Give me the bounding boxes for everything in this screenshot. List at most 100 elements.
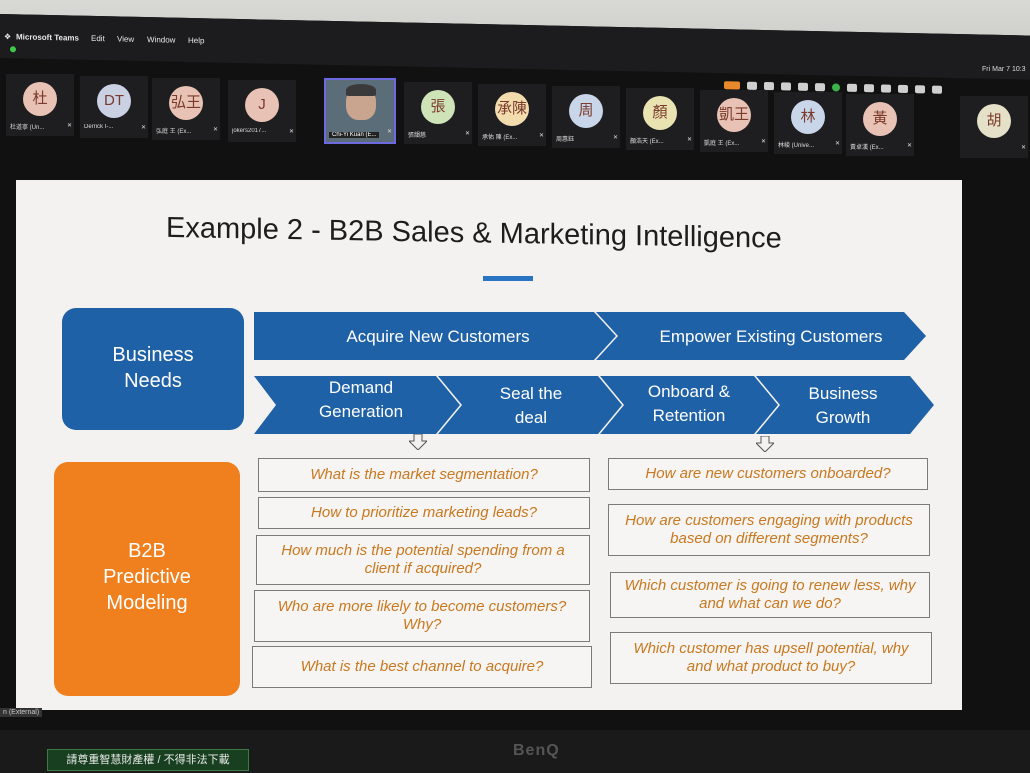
mic-muted-icon: ✕ (760, 139, 766, 145)
question-box: How much is the potential spending from … (256, 535, 590, 585)
mic-muted-icon: ✕ (686, 137, 692, 143)
app-name[interactable]: Microsoft Teams (16, 32, 79, 43)
participant-tile[interactable]: 杜杜道寧 (Un...✕ (6, 74, 74, 136)
chevron-seal-line: deal (514, 408, 548, 427)
menu-window[interactable]: Window (147, 35, 176, 45)
chevron-demand (254, 376, 460, 434)
avatar: DT (97, 84, 131, 118)
mic-muted-icon: ✕ (1020, 145, 1026, 151)
participant-name: 杜道寧 (Un... (10, 125, 45, 131)
avatar: 弘王 (169, 86, 203, 120)
chevron-empower-label: Empower Existing Customers (659, 327, 883, 346)
chevron-demand-line: Demand (328, 378, 394, 397)
question-box: Which customer is going to renew less, w… (610, 572, 930, 618)
participant-tile[interactable]: 黃黃卓漢 (Ex... ✕ (846, 94, 914, 156)
avatar: 凱王 (717, 98, 751, 132)
chevron-empower (596, 312, 926, 360)
apple-icon[interactable]: ❖ (4, 32, 12, 42)
participant-name: 承佑 陳 (Ex... (482, 135, 518, 141)
question-box: How are new customers onboarded? (608, 458, 928, 490)
menubar-clock: Fri Mar 7 10:3 (982, 66, 1026, 73)
business-needs-line: Needs (124, 370, 182, 392)
chevron-growth (756, 376, 934, 434)
menu-view[interactable]: View (117, 34, 135, 44)
mic-muted-icon: ✕ (464, 131, 470, 137)
predictive-modeling-line: B2B (128, 540, 166, 562)
avatar: 林 (791, 100, 825, 134)
participant-tile[interactable]: 顏顏浩天 (Ex... ✕ (626, 88, 694, 150)
participant-name: 張韻慈 (408, 133, 427, 139)
avatar: 承陳 (495, 92, 529, 126)
participant-tile[interactable]: 凱王凱庭 王 (Ex...✕ (700, 90, 768, 152)
down-arrow-icon (756, 436, 774, 452)
question-box: How are customers engaging with products… (608, 504, 930, 556)
mic-muted-icon: ✕ (834, 141, 840, 147)
chevron-seal-label: Seal the deal (466, 382, 596, 430)
shared-slide: Example 2 - B2B Sales & Marketing Intell… (16, 180, 962, 710)
window-green-dot[interactable] (10, 46, 16, 53)
question-box: Which customer has upsell potential, why… (610, 632, 932, 684)
participant-name: 黃卓漢 (Ex... (850, 145, 884, 151)
participant-tile[interactable]: 張張韻慈 ✕ (404, 82, 472, 144)
avatar: 胡 (977, 104, 1011, 138)
question-box: How to prioritize marketing leads? (258, 497, 590, 529)
chevron-onboard-line: Onboard & (647, 382, 731, 401)
chevron-acquire (254, 312, 616, 360)
predictive-modeling-line: Modeling (106, 592, 188, 614)
chevron-onboard-label: Onboard & Retention (624, 380, 754, 428)
question-box: Who are more likely to become customers?… (254, 590, 590, 642)
chevron-growth-line: Business (808, 384, 878, 403)
chevron-growth-line: Growth (815, 408, 871, 427)
chevron-seal (438, 376, 622, 434)
participant-name: 顏浩天 (Ex... (630, 139, 664, 145)
avatar: 張 (421, 90, 455, 124)
business-needs-box: Business Needs (62, 308, 244, 430)
mic-muted-icon: ✕ (212, 127, 218, 133)
monitor-brand-logo: BenQ (513, 742, 560, 759)
participant-name: 弘庭 王 (Ex... (156, 129, 192, 135)
participant-tile[interactable]: 弘王弘庭 王 (Ex... ✕ (152, 78, 220, 140)
mic-muted-icon: ✕ (538, 133, 544, 139)
avatar: 顏 (643, 96, 677, 130)
business-needs-line: Business (112, 344, 194, 366)
chevron-onboard-line: Retention (652, 406, 726, 425)
participant-tile[interactable]: 承陳承佑 陳 (Ex... ✕ (478, 84, 546, 146)
participant-tile[interactable]: DT Derrick I-... ✕ (80, 76, 148, 138)
participant-tile[interactable]: 周周惠鈺 ✕ (552, 86, 620, 148)
avatar: 杜 (23, 82, 57, 116)
avatar: 黃 (863, 102, 897, 136)
chevron-onboard (600, 376, 778, 434)
avatar: J (245, 88, 279, 122)
participant-name: 林峻 (Unive... (778, 143, 815, 149)
down-arrow-icon (409, 434, 427, 450)
slide-title: Example 2 - B2B Sales & Marketing Intell… (166, 211, 782, 255)
chevron-acquire-label: Acquire New Customers (346, 327, 530, 346)
chevron-growth-label: Business Growth (778, 382, 908, 430)
mic-muted-icon: ✕ (612, 135, 618, 141)
participant-tile[interactable]: 林林峻 (Unive... ✕ (774, 92, 842, 154)
menu-help[interactable]: Help (188, 35, 205, 46)
chevron-seal-line: Seal the (499, 384, 563, 403)
participant-name: jokers2017... (232, 128, 267, 134)
participant-name: Chi-Yi Kuan (E... (329, 132, 380, 138)
chevron-demand-label: Demand Generation (286, 376, 436, 424)
title-underline (483, 276, 533, 281)
participant-name: 周惠鈺 (556, 137, 575, 143)
participant-tile[interactable]: 胡✕ (960, 96, 1028, 158)
mic-muted-icon: ✕ (288, 129, 294, 135)
menu-edit[interactable]: Edit (91, 33, 105, 44)
mic-muted-icon: ✕ (906, 143, 912, 149)
chevron-demand-line: Generation (318, 402, 404, 421)
participant-video-hair (346, 84, 376, 96)
external-participant-label: n (External) (0, 708, 43, 717)
question-box: What is the market segmentation? (258, 458, 590, 492)
participant-tile[interactable]: Chi-Yi Kuan (E... ✕ (324, 78, 396, 144)
predictive-modeling-line: Predictive (103, 566, 191, 588)
avatar: 周 (569, 94, 603, 128)
mic-muted-icon: ✕ (386, 129, 392, 135)
copyright-banner: 請尊重智慧財產權 / 不得非法下載 (47, 749, 249, 771)
participant-name: Derrick I-... (84, 124, 114, 130)
mic-muted-icon: ✕ (140, 125, 146, 131)
